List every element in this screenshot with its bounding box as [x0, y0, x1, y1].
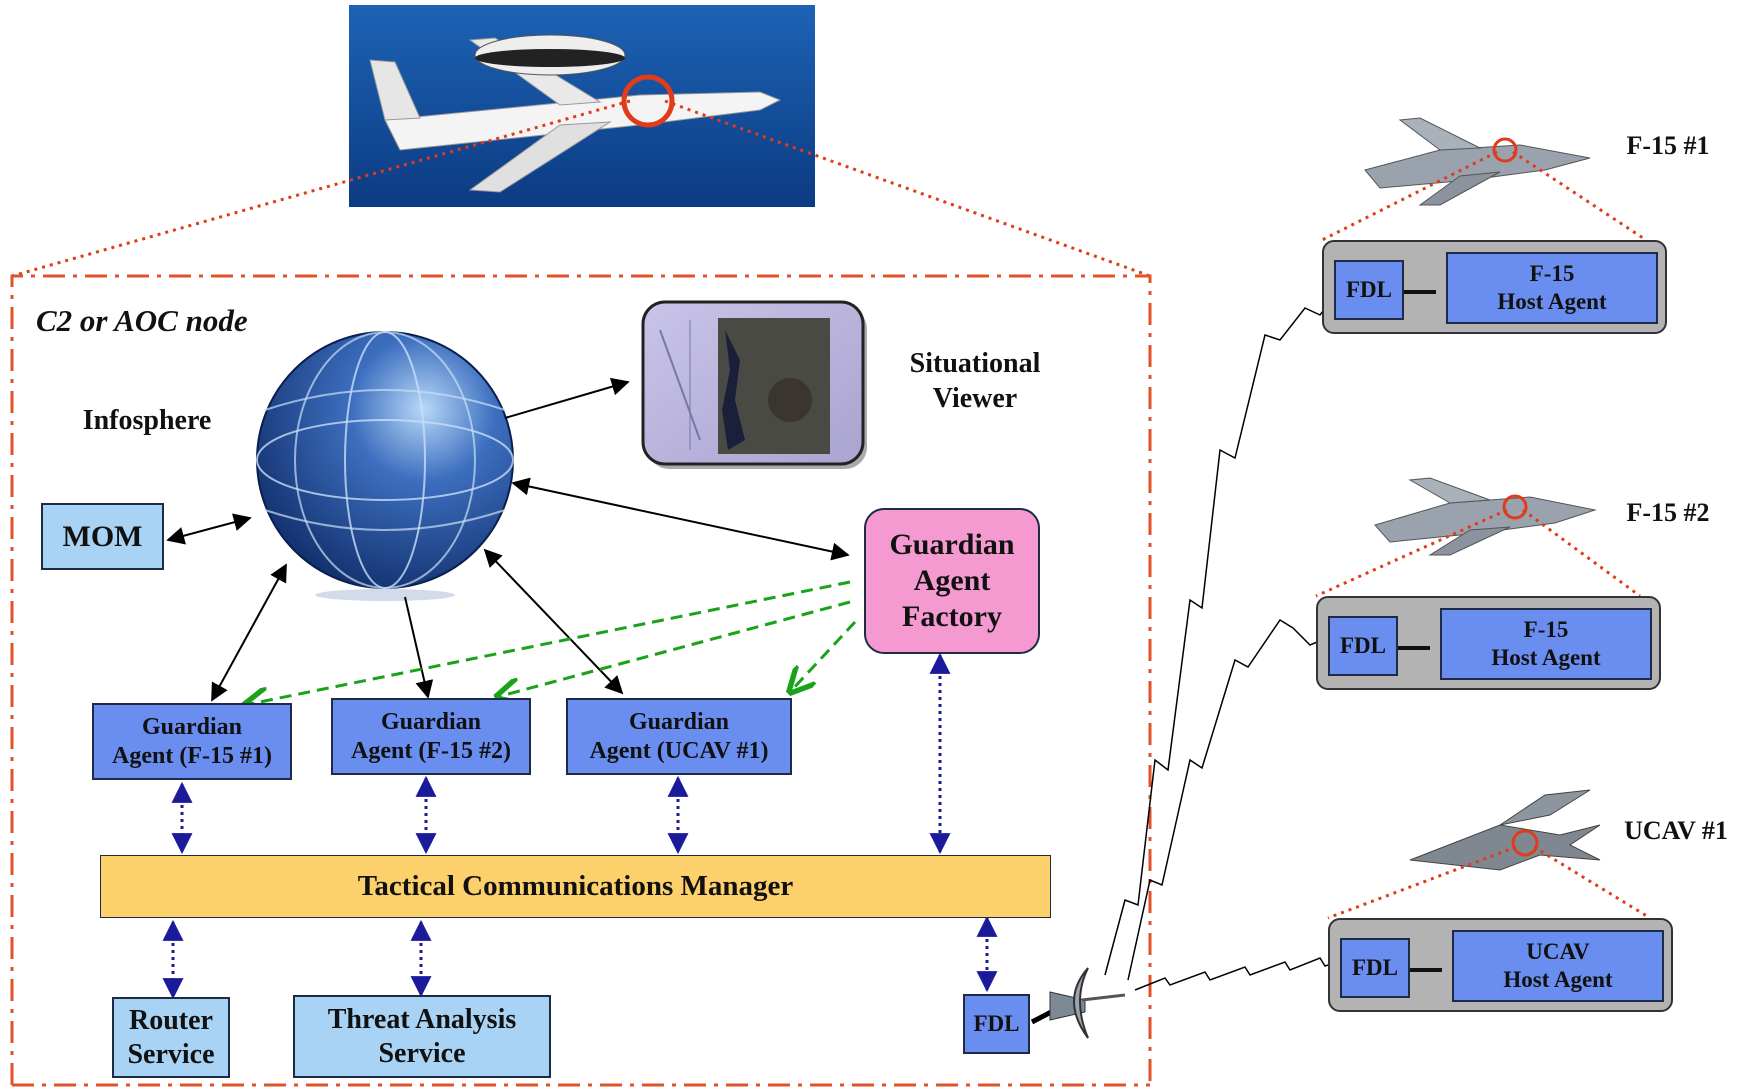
f15-2-host-agent-box: F-15 Host Agent: [1440, 608, 1652, 680]
router-line1: Router: [129, 1004, 213, 1036]
host-agent-line2: Host Agent: [1491, 645, 1601, 670]
threat-analysis-service-box: Threat Analysis Service: [293, 995, 551, 1078]
router-line2: Service: [127, 1038, 215, 1070]
viewer-label-line1: Situational: [909, 348, 1041, 379]
host-agent-line2: Host Agent: [1497, 289, 1607, 314]
situational-viewer-label: Situational Viewer: [880, 346, 1070, 416]
threat-line2: Service: [378, 1037, 466, 1069]
node-fdl-box: FDL: [963, 994, 1030, 1054]
aircraft-name-f15-2: F-15 #2: [1626, 498, 1710, 527]
f15-1-fdl-box: FDL: [1334, 260, 1404, 320]
aircraft-name-f15-1: F-15 #1: [1626, 131, 1710, 160]
f15-2-host-container: FDL F-15 Host Agent: [1316, 596, 1661, 690]
guardian-agent-f15-2: Guardian Agent (F-15 #2): [331, 698, 531, 775]
ucav-1-fdl-box: FDL: [1340, 938, 1410, 998]
infosphere-globe: [256, 331, 514, 601]
f15-2-aircraft-icon: [1374, 477, 1597, 556]
f15-2-fdl-box: FDL: [1328, 616, 1398, 676]
guardian-agent-line2: Agent (F-15 #1): [112, 742, 272, 769]
guardian-agent-ucav-1: Guardian Agent (UCAV #1): [566, 698, 792, 775]
node-title: C2 or AOC node: [36, 303, 248, 338]
situational-viewer-map: [641, 300, 867, 469]
tactical-communications-manager-bar: Tactical Communications Manager: [100, 855, 1051, 918]
node-fdl-label: FDL: [973, 1011, 1020, 1037]
fdl-connector: [1410, 968, 1442, 972]
aircraft-name-ucav-1: UCAV #1: [1624, 816, 1728, 845]
fdl-connector: [1404, 290, 1436, 294]
host-agent-line1: F-15: [1523, 617, 1569, 643]
ucav-1-host-container: FDL UCAV Host Agent: [1328, 918, 1673, 1012]
antenna-dish-icon: [1030, 967, 1126, 1039]
infosphere-label: Infosphere: [82, 405, 212, 436]
factory-line1: Guardian: [889, 528, 1015, 561]
ucav-1-aircraft-icon: [1409, 789, 1601, 871]
host-agent-line1: UCAV: [1526, 939, 1590, 965]
f15-1-host-agent-box: F-15 Host Agent: [1446, 252, 1658, 324]
guardian-agent-line2: Agent (UCAV #1): [589, 737, 769, 764]
threat-line1: Threat Analysis: [327, 1003, 517, 1035]
guardian-agent-line1: Guardian: [380, 708, 482, 735]
factory-line2: Agent: [913, 564, 991, 597]
router-service-box: Router Service: [112, 997, 230, 1078]
host-agent-line2: Host Agent: [1503, 967, 1613, 992]
mom-box: MOM: [41, 503, 164, 570]
fdl-connector: [1398, 646, 1430, 650]
viewer-label-line2: Viewer: [932, 383, 1018, 414]
ucav-1-host-agent-box: UCAV Host Agent: [1452, 930, 1664, 1002]
mom-label: MOM: [62, 519, 143, 553]
f15-1-aircraft-icon: [1364, 117, 1591, 206]
guardian-agent-line2: Agent (F-15 #2): [351, 737, 511, 764]
host-agent-line1: F-15: [1529, 261, 1575, 287]
guardian-agent-line1: Guardian: [628, 708, 730, 735]
factory-line3: Factory: [902, 600, 1002, 633]
guardian-agent-line1: Guardian: [141, 713, 243, 740]
awacs-photo: [349, 5, 815, 207]
guardian-agent-factory-box: Guardian Agent Factory: [864, 508, 1040, 654]
f15-1-host-container: FDL F-15 Host Agent: [1322, 240, 1667, 334]
guardian-agent-f15-1: Guardian Agent (F-15 #1): [92, 703, 292, 780]
tcm-label: Tactical Communications Manager: [357, 870, 794, 903]
fdl-label: FDL: [1346, 277, 1392, 303]
fdl-label: FDL: [1340, 633, 1386, 659]
fdl-label: FDL: [1352, 955, 1398, 981]
